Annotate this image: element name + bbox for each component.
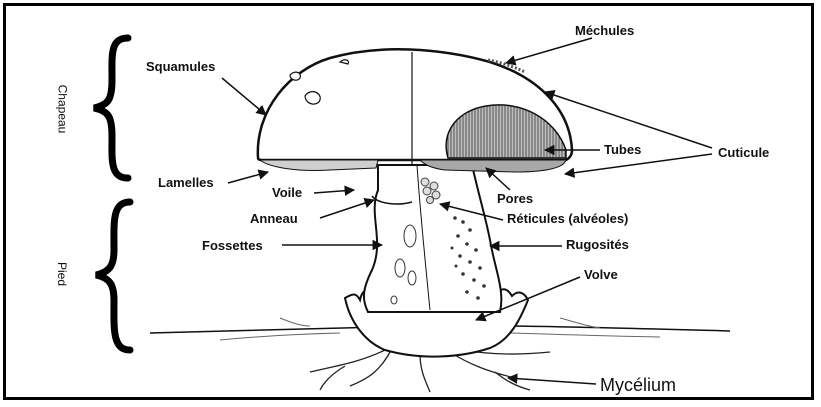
label-cuticule: Cuticule [718, 146, 769, 159]
label-reticules: Réticules (alvéoles) [507, 212, 628, 225]
label-rugosites: Rugosités [566, 238, 629, 251]
label-mechules: Méchules [575, 24, 634, 37]
label-mycelium: Mycélium [600, 376, 676, 394]
arrow-mycelium [508, 378, 596, 384]
arrow-cuticule-b [565, 154, 712, 174]
section-label-stem: Pied [56, 262, 68, 286]
arrow-lamelles [228, 172, 268, 183]
label-voile: Voile [272, 186, 302, 199]
label-anneau: Anneau [250, 212, 298, 225]
label-pores: Pores [497, 192, 533, 205]
arrow-voile [314, 190, 354, 193]
label-tubes: Tubes [604, 143, 641, 156]
label-lamelles: Lamelles [158, 176, 214, 189]
stem-brace [96, 202, 130, 350]
arrow-mechules [506, 38, 592, 63]
cap-brace [94, 38, 128, 178]
label-squamules: Squamules [146, 60, 215, 73]
label-volve: Volve [584, 268, 618, 281]
arrow-squamules [222, 78, 266, 115]
section-label-cap: Chapeau [56, 85, 68, 134]
label-fossettes: Fossettes [202, 239, 263, 252]
arrow-anneau [320, 200, 374, 218]
